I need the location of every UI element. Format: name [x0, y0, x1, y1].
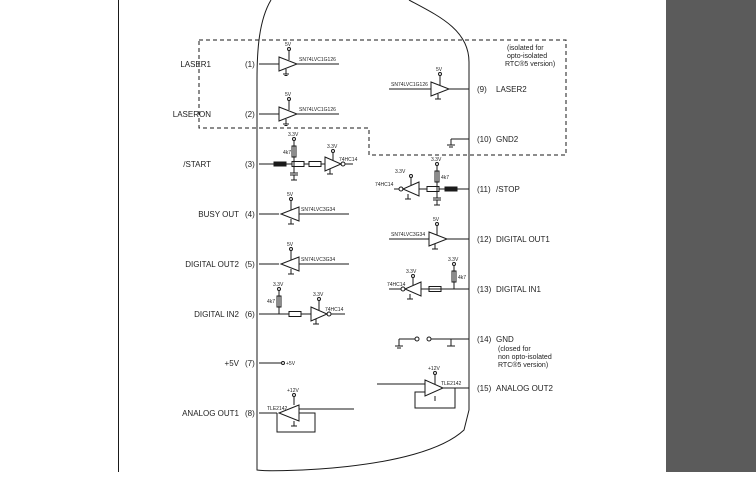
isolated-note-line1: (isolated for — [507, 45, 544, 52]
connector-outline — [256, 0, 470, 472]
pin3-number: (3) — [245, 160, 255, 169]
pin12-chip: SN74LVC3G34 — [391, 232, 425, 238]
pin11-resistor: 4k7 — [441, 175, 449, 181]
document-page: LASER1 (1) 5V SN74LVC1G126 LASERON (2) — [118, 0, 637, 472]
closed-note: (closed for non opto-isolated RTC®5 vers… — [498, 346, 552, 369]
pin4-number: (4) — [245, 210, 255, 219]
pin6-supply: 3.3V — [273, 282, 284, 288]
pin7-number: (7) — [245, 359, 255, 368]
pin6-resistor: 4k7 — [267, 299, 275, 305]
pin9-supply: 5V — [436, 67, 443, 73]
pin9-label: LASER2 — [496, 85, 527, 94]
pin2-chip: SN74LVC1G126 — [299, 107, 336, 113]
pin5-chip: SN74LVC3G34 — [301, 257, 335, 263]
pin13-chip: 74HC14 — [387, 282, 406, 288]
pin2-circuit: LASERON (2) 5V SN74LVC1G126 — [173, 92, 339, 126]
pin13-supply: 3.3V — [448, 257, 459, 263]
pin4-label: BUSY OUT — [198, 210, 239, 219]
viewer-sidebar — [666, 0, 756, 472]
isolated-note-line2: opto-isolated — [507, 53, 547, 60]
isolated-note: (isolated for opto-isolated RTC®5 versio… — [505, 45, 555, 68]
pin3-chip: 74HC14 — [339, 157, 358, 163]
pin14-circuit: (14) GND — [395, 335, 514, 349]
pin9-chip: SN74LVC1G126 — [391, 82, 428, 88]
pin15-supply: +12V — [428, 366, 440, 372]
pin7-label: +5V — [225, 359, 240, 368]
pin14-label: GND — [496, 335, 514, 344]
pin12-label: DIGITAL OUT1 — [496, 235, 550, 244]
connector-schematic: LASER1 (1) 5V SN74LVC1G126 LASERON (2) — [173, 0, 567, 472]
pin7-supply: +5V — [286, 361, 296, 367]
pin3-supply: 3.3V — [288, 132, 299, 138]
pin15-circuit: (15) ANALOG OUT2 +12V TLE2142 — [377, 366, 553, 409]
pin7-circuit: +5V (7) +5V — [225, 359, 296, 368]
pin15-chip: TLE2142 — [441, 381, 462, 387]
pin5-label: DIGITAL OUT2 — [185, 260, 239, 269]
pin13-label: DIGITAL IN1 — [496, 285, 541, 294]
pin11-number: (11) — [477, 185, 491, 194]
pin1-chip: SN74LVC1G126 — [299, 57, 336, 63]
pin3-label: /START — [183, 160, 211, 169]
pin5-circuit: DIGITAL OUT2 (5) 5V SN74LVC3G34 — [185, 242, 349, 275]
pin8-circuit: ANALOG OUT1 (8) +12V TLE2142 — [182, 388, 354, 433]
pin11-supply: 3.3V — [431, 157, 442, 163]
pin13-gate-supply: 3.3V — [406, 269, 417, 275]
pin12-supply: 5V — [433, 217, 440, 223]
pin3-resistor: 4k7 — [283, 150, 291, 156]
pin10-circuit: (10) GND2 — [447, 135, 519, 148]
pin11-gate-supply: 3.3V — [395, 169, 406, 175]
pin4-circuit: BUSY OUT (4) 5V SN74LVC3G34 — [198, 192, 349, 225]
pin13-number: (13) — [477, 285, 492, 294]
pin10-number: (10) — [477, 135, 492, 144]
closed-note-line3: RTC®5 version) — [498, 361, 548, 369]
isolation-boundary — [198, 39, 567, 156]
pin6-circuit: DIGITAL IN2 (6) 3.3V 4k7 3.3V 74HC14 — [194, 282, 345, 325]
closed-note-line2: non opto-isolated — [498, 354, 552, 361]
pin4-supply: 5V — [287, 192, 294, 198]
pin1-circuit: LASER1 (1) 5V SN74LVC1G126 — [180, 42, 339, 76]
pin12-number: (12) — [477, 235, 492, 244]
pin6-label: DIGITAL IN2 — [194, 310, 239, 319]
pin13-resistor: 4k7 — [458, 275, 466, 281]
pin11-chip: 74HC14 — [375, 182, 394, 188]
pin13-circuit: (13) DIGITAL IN1 3.3V 4k7 3.3V 74HC14 — [387, 257, 541, 300]
pin15-number: (15) — [477, 384, 492, 393]
pin2-label: LASERON — [173, 110, 211, 119]
pin2-supply: 5V — [285, 92, 292, 98]
pin6-chip: 74HC14 — [325, 307, 344, 313]
pin1-supply: 5V — [285, 42, 292, 48]
pin5-supply: 5V — [287, 242, 294, 248]
pin11-label: /STOP — [496, 185, 520, 194]
pin14-number: (14) — [477, 335, 492, 344]
isolated-note-line3: RTC®5 version) — [505, 60, 555, 68]
pin6-gate-supply: 3.3V — [313, 292, 324, 298]
pin9-number: (9) — [477, 85, 487, 94]
pin12-circuit: (12) DIGITAL OUT1 5V SN74LVC3G34 — [389, 217, 550, 250]
pin6-number: (6) — [245, 310, 255, 319]
pin8-number: (8) — [245, 409, 255, 418]
page-gutter — [636, 0, 666, 472]
pin3-circuit: /START (3) 3.3V 4k7 — [183, 132, 358, 181]
pin1-number: (1) — [245, 60, 255, 69]
pin5-number: (5) — [245, 260, 255, 269]
pin15-label: ANALOG OUT2 — [496, 384, 553, 393]
pin8-label: ANALOG OUT1 — [182, 409, 239, 418]
pin11-circuit: (11) /STOP 3.3V 4k7 — [375, 157, 520, 206]
pin1-label: LASER1 — [180, 60, 211, 69]
pin8-supply: +12V — [287, 388, 299, 394]
pin8-chip: TLE2142 — [267, 406, 288, 412]
pin4-chip: SN74LVC3G34 — [301, 207, 335, 213]
pin9-circuit: (9) LASER2 5V SN74LVC1G126 — [389, 67, 527, 100]
closed-note-line1: (closed for — [498, 346, 531, 353]
pin2-number: (2) — [245, 110, 255, 119]
pin3-gate-supply: 3.3V — [327, 144, 338, 150]
pin10-label: GND2 — [496, 135, 519, 144]
